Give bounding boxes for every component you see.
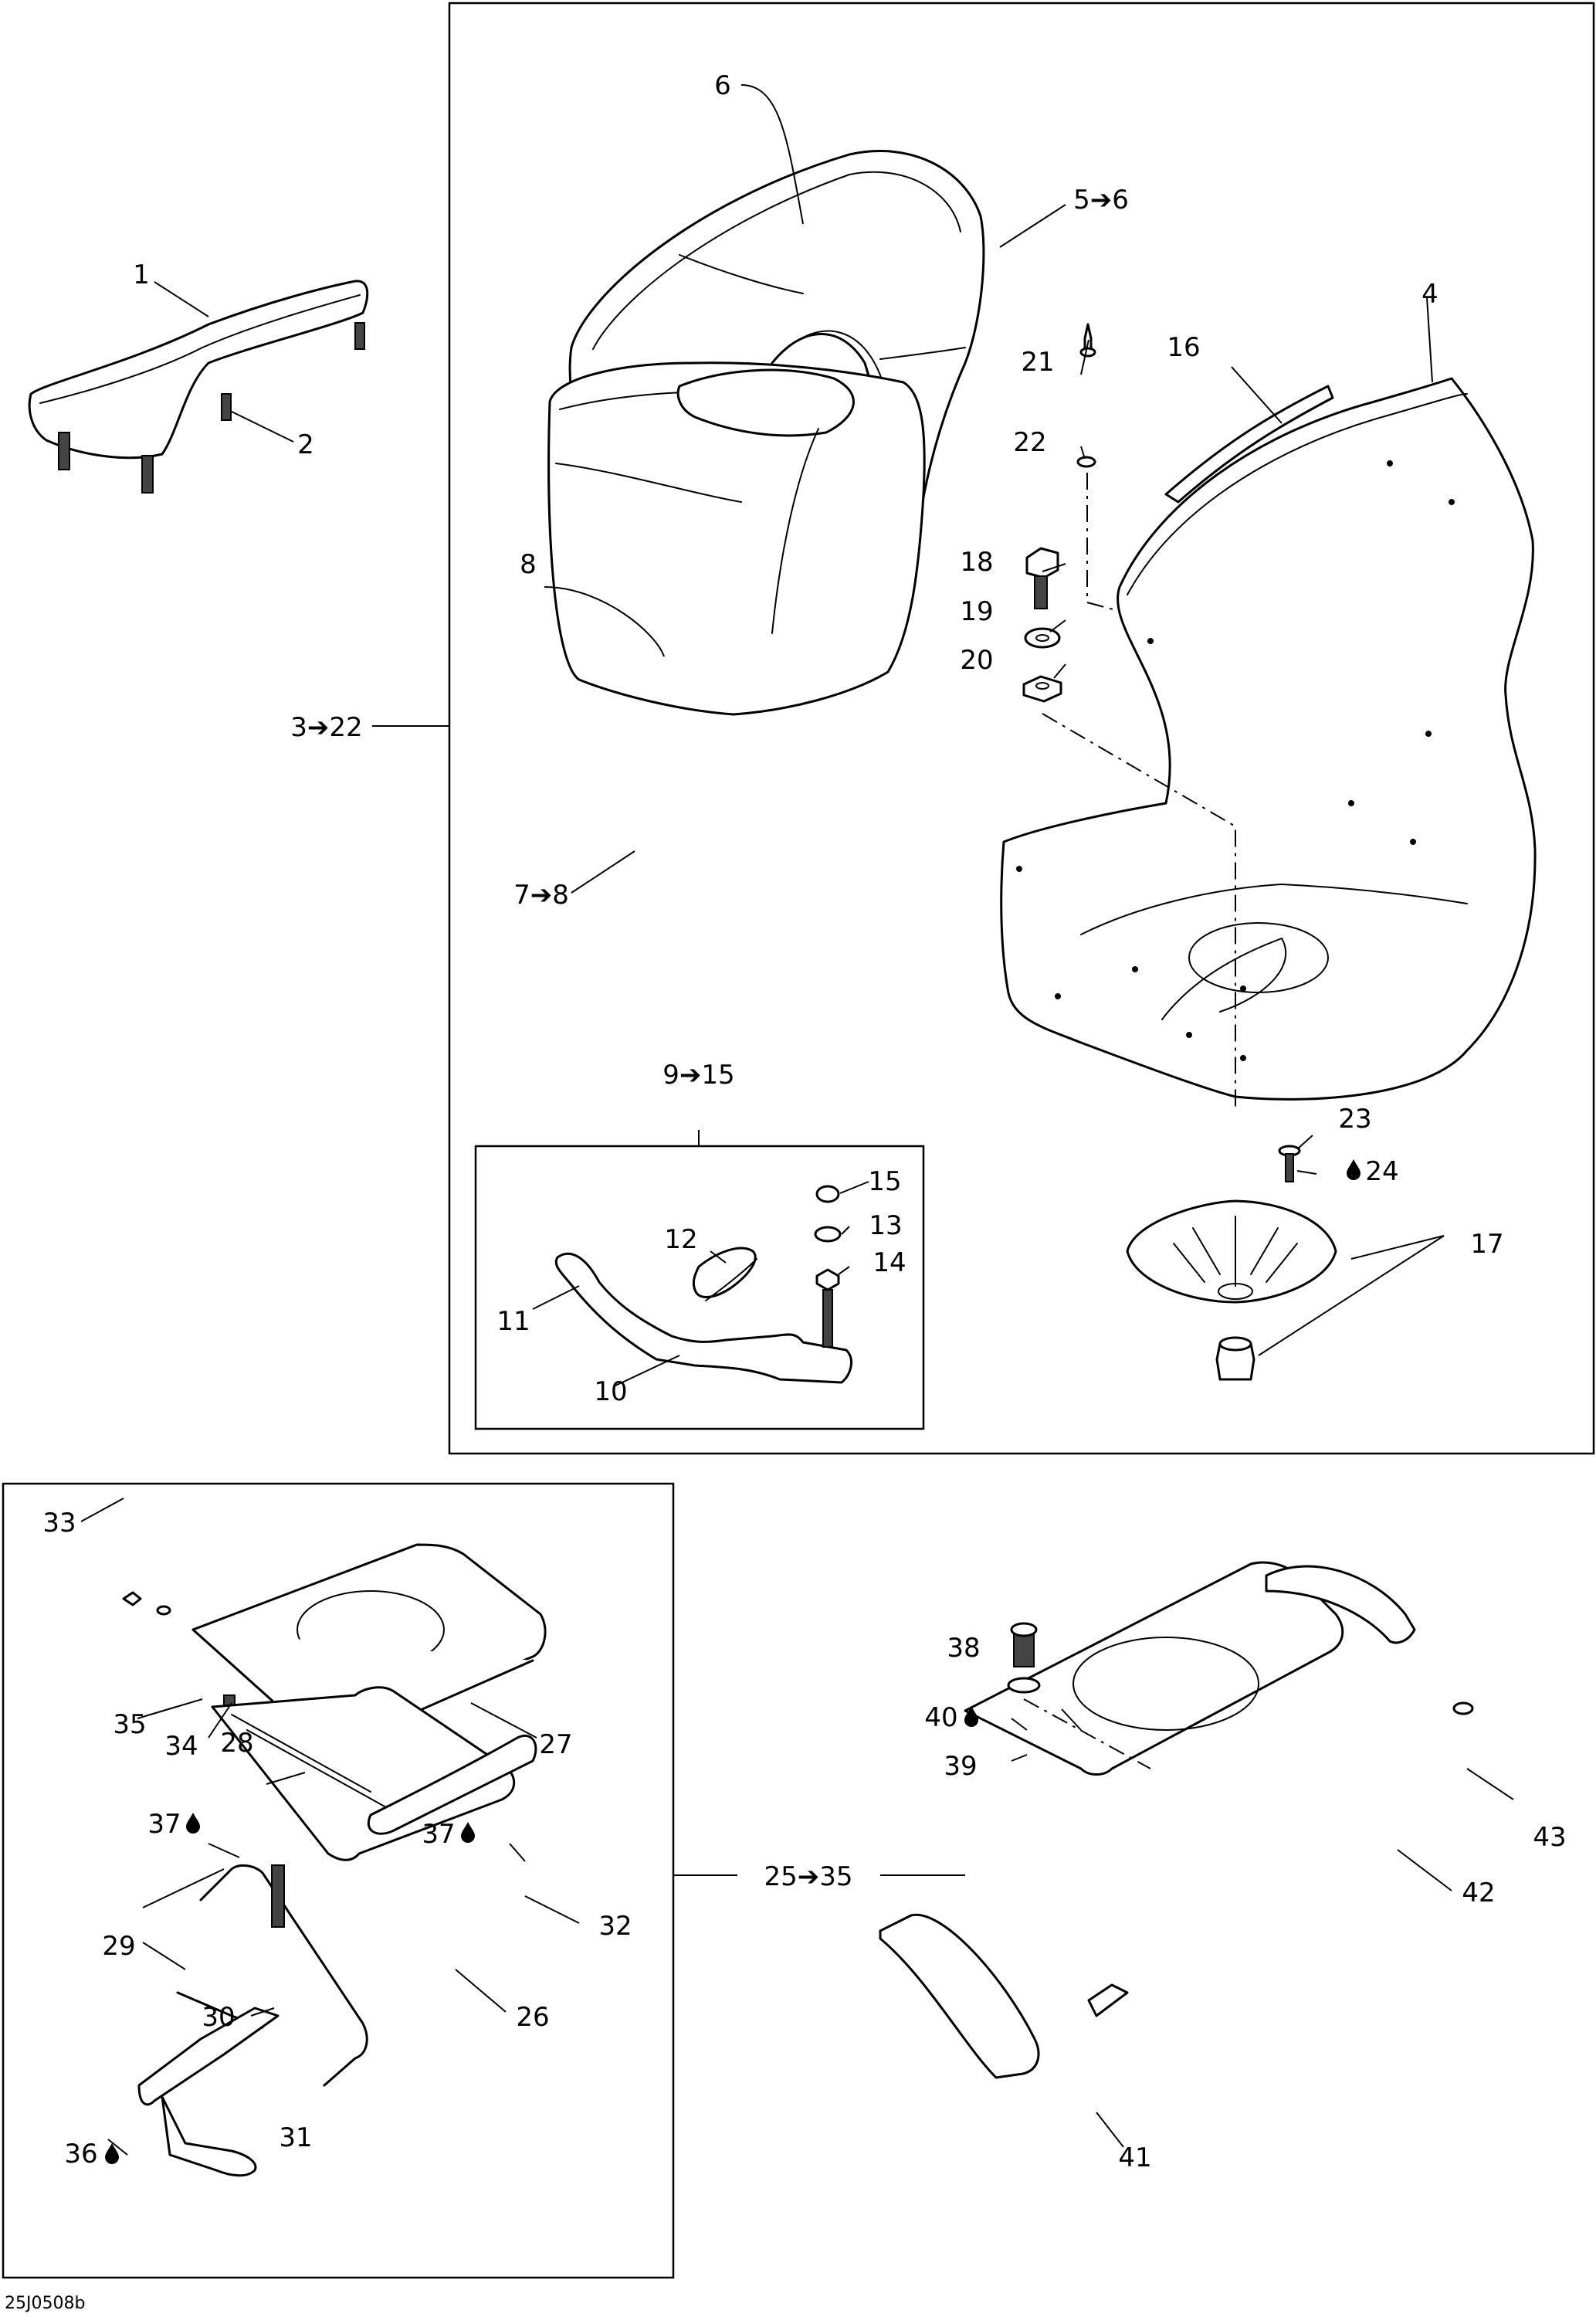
callout-39: 39	[944, 1751, 977, 1782]
callout-1: 1	[133, 260, 150, 290]
liquid-drop-icon	[461, 1822, 475, 1843]
callout-29: 29	[102, 1931, 135, 1962]
callout-22: 22	[1013, 427, 1046, 458]
slider-exploded	[122, 1543, 547, 2177]
leader-lines	[80, 84, 1514, 2156]
callout-33: 33	[42, 1508, 76, 1538]
callout-37-rail: 37	[147, 1809, 200, 1840]
callout-32: 32	[598, 1911, 632, 1942]
callout-26: 26	[516, 2002, 549, 2033]
callout-20: 20	[960, 645, 993, 676]
svg-text:24: 24	[1365, 1156, 1398, 1187]
callout-19: 19	[960, 596, 993, 627]
callout-38: 38	[947, 1633, 980, 1664]
callout-4: 4	[1421, 279, 1438, 310]
svg-text:36: 36	[64, 2139, 97, 2169]
callout-35: 35	[113, 1709, 146, 1740]
callout-5-6: 5➔6	[1073, 185, 1129, 215]
callout-2: 2	[297, 429, 314, 460]
armrest-pad	[28, 280, 369, 494]
swivel-base	[1126, 1199, 1337, 1381]
lever-assembly	[554, 1185, 853, 1384]
callout-7-8: 7➔8	[513, 880, 569, 911]
callout-13: 13	[869, 1210, 902, 1241]
drawing-reference: 25J0508b	[5, 2294, 85, 2313]
callout-labels: 1 2 3➔22 4 5➔6 6 7➔8 8 9➔15 10 11 12 13 …	[42, 70, 1566, 2173]
callout-21: 21	[1021, 347, 1054, 378]
callout-40: 40	[924, 1702, 978, 1733]
callout-27: 27	[539, 1729, 572, 1760]
group-frame-3-22	[448, 2, 1595, 1455]
callout-11: 11	[496, 1306, 530, 1337]
callout-24: 24	[1347, 1156, 1399, 1187]
base-screw	[1278, 1145, 1301, 1182]
svg-text:40: 40	[924, 1702, 957, 1733]
callout-15: 15	[868, 1166, 901, 1197]
svg-text:37: 37	[422, 1819, 455, 1850]
slider-assembled	[879, 1561, 1474, 2079]
callout-30: 30	[202, 2002, 235, 2033]
callout-12: 12	[664, 1224, 697, 1255]
callout-43: 43	[1533, 1822, 1566, 1853]
callout-36: 36	[64, 2139, 119, 2169]
callout-18: 18	[960, 547, 993, 578]
callout-25-35: 25➔35	[764, 1861, 852, 1892]
callout-31: 31	[279, 2122, 312, 2153]
seat-shell	[1000, 377, 1537, 1101]
callout-28: 28	[220, 1728, 253, 1759]
callout-42: 42	[1462, 1878, 1495, 1908]
backrest-hardware	[1022, 323, 1236, 1112]
callout-9-15: 9➔15	[662, 1060, 734, 1091]
callout-23: 23	[1338, 1104, 1371, 1135]
callout-8: 8	[520, 549, 537, 580]
liquid-drop-icon	[186, 1813, 200, 1834]
callout-34: 34	[164, 1731, 198, 1762]
callout-41: 41	[1118, 2142, 1151, 2173]
callout-10: 10	[594, 1376, 627, 1407]
svg-text:37: 37	[147, 1809, 181, 1840]
group-frame-25-35	[2, 1482, 675, 2279]
callout-14: 14	[873, 1247, 906, 1278]
callout-37-tube: 37	[422, 1819, 475, 1850]
callout-6: 6	[714, 70, 731, 101]
seat-cushion	[547, 361, 926, 716]
callout-3-22: 3➔22	[290, 712, 362, 743]
callout-17: 17	[1470, 1229, 1503, 1260]
callout-16: 16	[1167, 332, 1200, 363]
trim-strip	[1164, 385, 1334, 504]
liquid-drop-icon	[1347, 1159, 1360, 1180]
